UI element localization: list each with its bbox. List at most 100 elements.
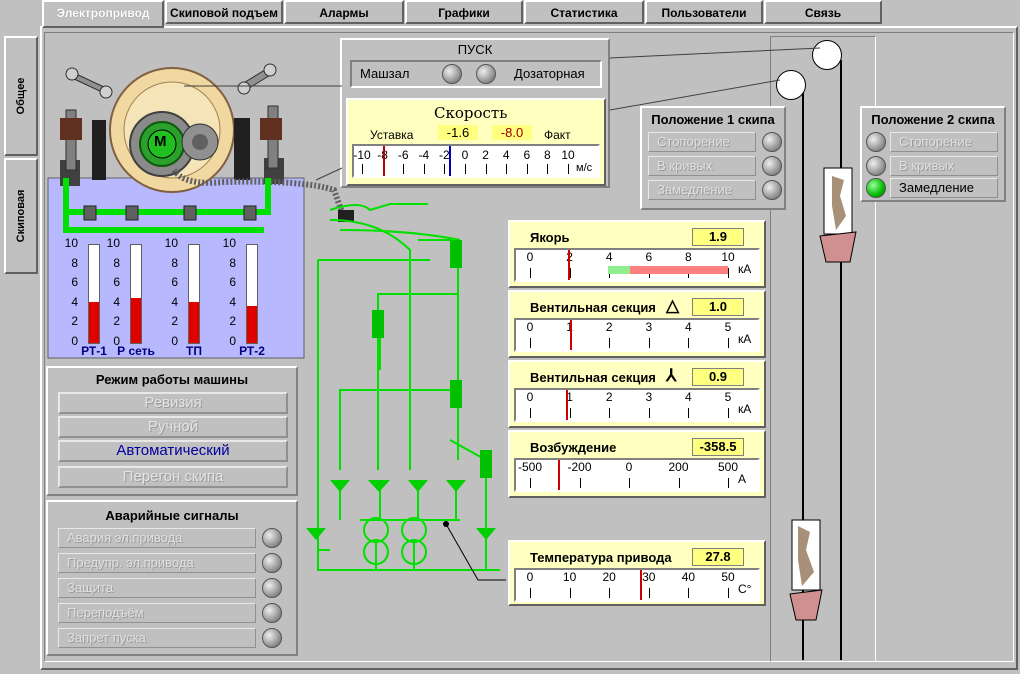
skip-car-2-icon bbox=[789, 519, 823, 621]
meter-tick bbox=[579, 478, 581, 488]
meter-scale bbox=[514, 568, 760, 602]
speed-unit: м/с bbox=[576, 162, 593, 174]
speed-tick-label: 0 bbox=[461, 148, 469, 162]
meter-scale bbox=[514, 248, 760, 282]
meter-tick-label: 10 bbox=[721, 250, 735, 264]
speed-actual-value: -8.0 bbox=[492, 125, 532, 140]
gauge-tick-label: 4 bbox=[171, 294, 178, 309]
meter-tick-label: 0 bbox=[526, 250, 534, 264]
meter-tick bbox=[629, 478, 630, 488]
tab-statistics[interactable]: Статистика bbox=[524, 0, 644, 24]
tab-electric-drive[interactable]: Электропривод bbox=[42, 0, 164, 28]
speed-setpoint-needle bbox=[448, 146, 451, 176]
mode-automatic-button[interactable]: Автоматический bbox=[58, 440, 288, 462]
meter-tick-label: 0 bbox=[526, 390, 534, 404]
gauge-tick-label: 6 bbox=[71, 275, 78, 290]
speed-scale bbox=[352, 144, 600, 178]
inner-frame bbox=[44, 32, 1014, 662]
rope-2 bbox=[840, 60, 842, 660]
skip1-curves-lamp bbox=[762, 156, 782, 176]
speed-tick bbox=[526, 164, 528, 174]
skip2-slowdown-lamp bbox=[866, 178, 886, 198]
skip1-stop-lamp bbox=[762, 132, 782, 152]
skip2-position-panel: Положение 2 скипа bbox=[860, 106, 1006, 202]
meter-value: 0.9 bbox=[692, 368, 744, 386]
mode-revision-button[interactable]: Ревизия bbox=[58, 392, 288, 414]
gauge-tick-label: 0 bbox=[171, 334, 178, 348]
speed-setpoint-value: -1.6 bbox=[438, 125, 478, 140]
skip2-stop-lamp bbox=[866, 132, 886, 152]
alarm-lamp bbox=[262, 603, 282, 623]
gauge-tick-label: 8 bbox=[171, 255, 178, 270]
gauge-level bbox=[89, 302, 99, 343]
meter-tick-label: 0 bbox=[526, 570, 534, 584]
motor-label: M bbox=[154, 133, 167, 150]
start-lamp-left[interactable] bbox=[442, 64, 462, 84]
meter-tick bbox=[530, 478, 531, 488]
meter-tick-label: -200 bbox=[567, 460, 592, 474]
mode-skip-transfer-button[interactable]: Перегон скипа bbox=[58, 466, 288, 488]
gauge-tick-label: 6 bbox=[229, 275, 236, 290]
alarm-indicator: Предупр. эл.привода bbox=[58, 553, 256, 573]
meter-tick-label: 30 bbox=[642, 570, 656, 584]
meter-tick bbox=[728, 268, 729, 278]
alarm-lamp bbox=[262, 528, 282, 548]
meter-tick bbox=[609, 408, 611, 418]
meter-needle bbox=[640, 570, 643, 600]
alarm-panel-title: Аварийные сигналы bbox=[105, 508, 239, 523]
skip2-title: Положение 2 скипа bbox=[871, 112, 995, 127]
meter-title: Вентильная секция bbox=[530, 370, 656, 385]
meter-tick-label: 50 bbox=[721, 570, 735, 584]
meter-tick bbox=[728, 338, 729, 348]
tab-alarms[interactable]: Алармы bbox=[284, 0, 404, 24]
meter-tick-label: 2 bbox=[605, 390, 613, 404]
meter-unit: А bbox=[738, 472, 747, 486]
alarm-indicator: Авария эл.привода bbox=[58, 528, 256, 548]
skip-car-1-icon bbox=[819, 167, 857, 263]
meter-tick-label: 4 bbox=[605, 250, 613, 264]
meter-scale bbox=[514, 458, 760, 492]
gauge-tick-label: 10 bbox=[106, 236, 120, 250]
meter-title: Якорь bbox=[530, 230, 570, 245]
side-tab-skip[interactable]: Скиповая bbox=[4, 158, 38, 274]
meter-tick-label: 10 bbox=[562, 570, 577, 584]
speed-tick-label: -6 bbox=[397, 148, 409, 162]
start-panel-title: ПУСК bbox=[457, 42, 493, 57]
tab-graphs[interactable]: Графики bbox=[405, 0, 523, 24]
meter-tick-label: 20 bbox=[602, 570, 616, 584]
gauge-tick-label: 2 bbox=[171, 314, 178, 329]
meter-unit: кА bbox=[738, 262, 752, 276]
meter-scale bbox=[514, 318, 760, 352]
alarm-lamp bbox=[262, 553, 282, 573]
tab-users[interactable]: Пользователи bbox=[645, 0, 763, 24]
tab-communication[interactable]: Связь bbox=[764, 0, 882, 24]
meter-title: Возбуждение bbox=[530, 440, 617, 455]
meter-tick bbox=[728, 588, 729, 598]
speed-tick-label: 8 bbox=[544, 148, 551, 162]
meter-needle bbox=[569, 320, 572, 350]
gauge-label: ТП bbox=[186, 344, 202, 358]
mode-panel: Режим работы машины bbox=[46, 366, 298, 496]
meter-unit: С° bbox=[738, 582, 752, 596]
meter-tick bbox=[688, 588, 690, 598]
skip2-slowdown-indicator: Замедление bbox=[890, 178, 998, 198]
gauge-tick-label: 0 bbox=[229, 334, 236, 348]
side-tab-general[interactable]: Общее bbox=[4, 36, 38, 156]
start-lamp-right[interactable] bbox=[476, 64, 496, 84]
meter-green-zone bbox=[608, 266, 630, 274]
alarm-lamp bbox=[262, 628, 282, 648]
gauge-label: РТ-1 bbox=[81, 344, 107, 358]
sheave-1 bbox=[776, 70, 806, 100]
skip1-position-panel: Положение 1 скипа bbox=[640, 106, 786, 210]
gauge-tick-label: 0 bbox=[71, 334, 78, 348]
speed-title: Скорость bbox=[434, 104, 508, 122]
gauge-tick-label: 2 bbox=[229, 314, 236, 329]
meter-needle bbox=[558, 460, 561, 490]
sheave-2 bbox=[812, 40, 842, 70]
tab-skip-hoist[interactable]: Скиповой подъем bbox=[165, 0, 283, 24]
meter-tick bbox=[569, 588, 571, 598]
meter-value: 1.0 bbox=[692, 298, 744, 316]
meter-tick-label: 0 bbox=[526, 320, 534, 334]
mode-manual-button[interactable]: Ручной bbox=[58, 416, 288, 438]
skip1-curves-indicator: В кривых bbox=[648, 156, 756, 176]
